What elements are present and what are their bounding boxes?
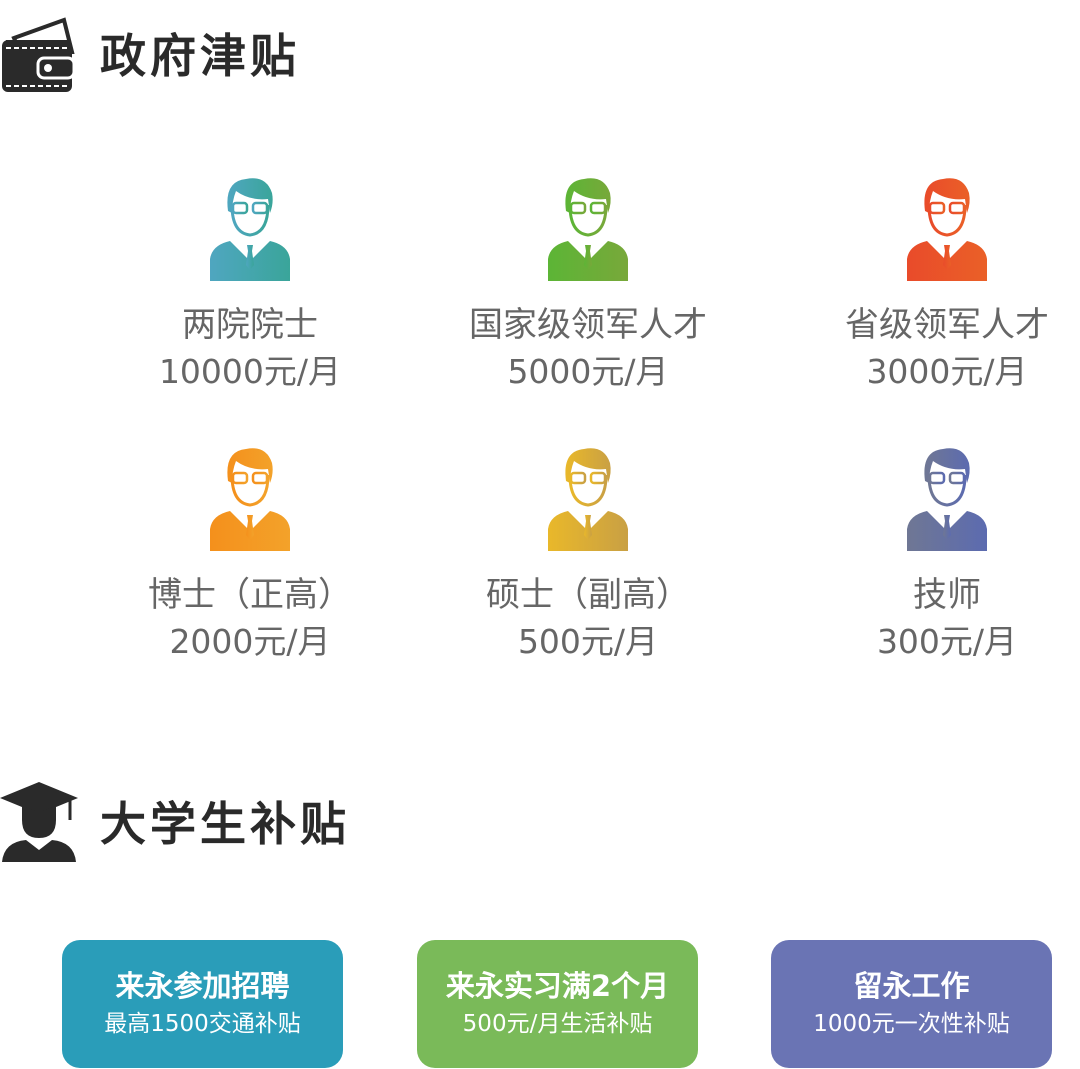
person-icon	[548, 178, 628, 281]
subsidy-detail: 500元/月生活补贴	[462, 1011, 653, 1037]
gov-title: 政府津贴	[100, 29, 300, 83]
allowance-item: 两院院士 10000元/月	[100, 175, 400, 397]
allowance-amount: 5000元/月	[507, 352, 669, 391]
allowance-amount: 500元/月	[517, 622, 659, 661]
gov-heading: 政府津贴	[0, 12, 300, 94]
allowance-name: 技师	[913, 575, 981, 615]
person-icon	[210, 448, 290, 551]
allowance-item: 硕士（副高） 500元/月	[438, 445, 738, 667]
subsidy-title: 留永工作	[853, 969, 970, 1003]
allowance-item: 省级领军人才 3000元/月	[797, 175, 1080, 397]
person-icon	[907, 178, 987, 281]
person-icon	[548, 448, 628, 551]
graduate-icon	[0, 782, 78, 862]
allowance-item: 技师 300元/月	[797, 445, 1080, 667]
person-icon	[907, 448, 987, 551]
subsidy-title: 来永实习满2个月	[445, 969, 670, 1003]
allowance-item: 博士（正高） 2000元/月	[100, 445, 400, 667]
allowance-name: 两院院士	[182, 305, 318, 345]
subsidy-detail: 1000元一次性补贴	[813, 1011, 1010, 1037]
subsidy-card[interactable]: 留永工作 1000元一次性补贴	[771, 940, 1052, 1068]
allowance-amount: 10000元/月	[158, 352, 342, 391]
wallet-icon	[2, 17, 76, 92]
subsidy-detail: 最高1500交通补贴	[104, 1011, 301, 1037]
subsidy-card[interactable]: 来永参加招聘 最高1500交通补贴	[62, 940, 343, 1068]
subsidy-title: 来永参加招聘	[115, 969, 290, 1003]
allowance-name: 国家级领军人才	[469, 305, 707, 345]
person-icon	[210, 178, 290, 281]
allowance-name: 博士（正高）	[148, 575, 352, 615]
allowance-amount: 300元/月	[876, 622, 1018, 661]
allowance-amount: 3000元/月	[866, 352, 1028, 391]
student-title: 大学生补贴	[100, 797, 350, 851]
subsidy-card[interactable]: 来永实习满2个月 500元/月生活补贴	[417, 940, 698, 1068]
allowance-amount: 2000元/月	[169, 622, 331, 661]
allowance-name: 硕士（副高）	[486, 575, 690, 615]
allowance-name: 省级领军人才	[845, 305, 1049, 345]
student-heading: 大学生补贴	[0, 780, 350, 862]
allowance-item: 国家级领军人才 5000元/月	[438, 175, 738, 397]
